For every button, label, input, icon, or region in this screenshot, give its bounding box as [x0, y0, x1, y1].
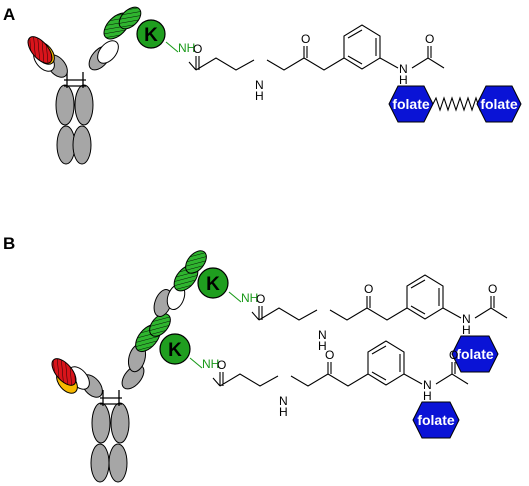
hydrogen-label-a2: H [399, 73, 408, 87]
hydrogen-label-b4: H [423, 389, 432, 403]
oxygen-label-a2: O [301, 32, 310, 46]
hydrogen-label-b3: H [279, 405, 288, 419]
nitrogen-label-a2: N [399, 62, 408, 76]
spring-linker [432, 96, 484, 112]
oxygen-label-b1: O [256, 292, 265, 306]
panel-label-a: A [3, 5, 15, 24]
folate-hexagon-b2 [412, 401, 460, 439]
nitrogen-label-b4: N [423, 378, 432, 392]
lysine-circle-b1 [197, 267, 229, 299]
folate-label-b1: folate [456, 346, 494, 362]
folate-hexagon-b1 [451, 335, 499, 373]
lysine-label-b1: K [206, 274, 220, 295]
panel-label-b: B [3, 234, 15, 253]
nitrogen-label-b1: N [318, 328, 327, 342]
hydrogen-label-b2: H [462, 323, 471, 337]
oxygen-label-b2: O [364, 282, 373, 296]
oxygen-label-b5: O [325, 348, 334, 362]
nh-label-b1: NH [241, 291, 258, 305]
hydrogen-label-b1: H [318, 339, 327, 353]
folate-label-b2: folate [417, 412, 455, 428]
nh-label-a: NH [178, 41, 195, 55]
oxygen-label-a3: O [425, 32, 434, 46]
nh-label-b2: NH [202, 357, 219, 371]
folate-label-a1: folate [392, 96, 430, 112]
antibody-b [51, 250, 207, 483]
lysine-circle-b2 [159, 333, 191, 365]
oxygen-label-b3: O [488, 282, 497, 296]
oxygen-label-b4: O [217, 358, 226, 372]
lysine-label-a: K [144, 25, 158, 46]
oxygen-label-b6: O [449, 348, 458, 362]
nitrogen-label-a1: N [255, 78, 264, 92]
antibody-a [27, 6, 142, 165]
lysine-circle-a [136, 19, 166, 49]
nitrogen-label-b3: N [279, 394, 288, 408]
nitrogen-label-b2: N [462, 312, 471, 326]
folate-hexagon-a2 [476, 85, 522, 123]
folate-label-a2: folate [480, 96, 518, 112]
lysine-label-b2: K [168, 340, 182, 361]
hydrogen-label-a1: H [255, 89, 264, 103]
oxygen-label-a1: O [193, 42, 202, 56]
